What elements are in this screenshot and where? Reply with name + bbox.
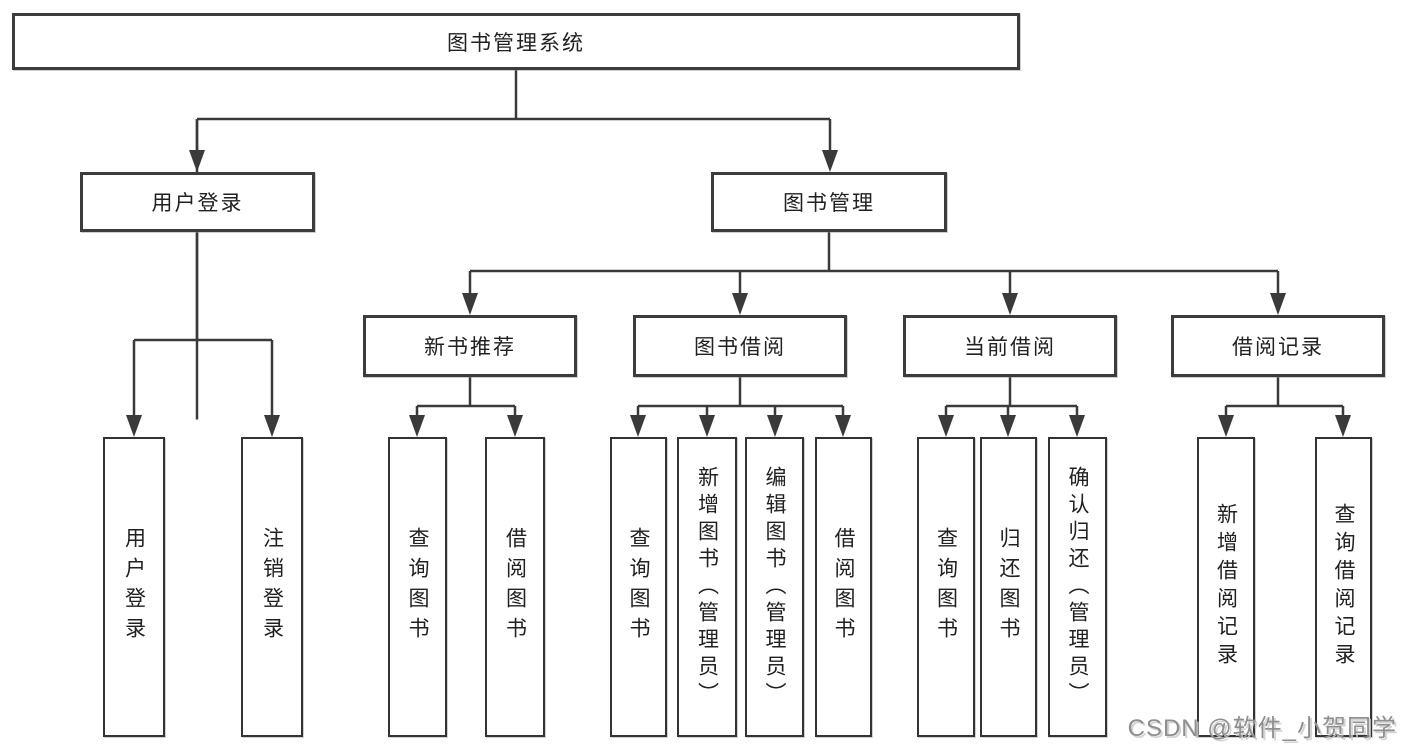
leaf-user-login: 用户登录 <box>103 437 165 737</box>
csdn-watermark: CSDN @软件_小贺同学 <box>1127 715 1397 742</box>
leaf-borrow-books-1: 借阅图书 <box>485 437 545 737</box>
node-label: 借阅记录 <box>1232 336 1324 359</box>
leaf-logout: 注销登录 <box>241 437 303 737</box>
leaf-query-books-2: 查询图书 <box>610 437 667 737</box>
leaf-label: 归还图书 <box>997 527 1020 647</box>
node-label: 用户登录 <box>151 192 244 215</box>
leaf-add-borrow-record: 新增借阅记录 <box>1197 437 1255 737</box>
node-book-borrowing: 图书借阅 <box>633 315 847 377</box>
leaf-label: 编辑图书（管理员） <box>763 465 786 709</box>
node-label: 新书推荐 <box>424 336 516 359</box>
leaf-label: 借阅图书 <box>832 527 855 647</box>
arrowheads <box>126 150 1351 437</box>
leaf-label: 用户登录 <box>122 527 146 647</box>
leaf-label: 确认归还（管理员） <box>1066 465 1089 709</box>
node-borrowing-records: 借阅记录 <box>1171 315 1385 377</box>
leaf-return-books: 归还图书 <box>980 437 1037 737</box>
leaf-query-books-1: 查询图书 <box>388 437 447 737</box>
node-label: 图书管理 <box>783 192 875 215</box>
leaf-query-borrow-record: 查询借阅记录 <box>1315 437 1372 737</box>
node-current-borrowing: 当前借阅 <box>903 315 1117 377</box>
leaf-label: 查询图书 <box>627 527 650 647</box>
node-label: 当前借阅 <box>964 336 1056 359</box>
leaf-label: 新增图书（管理员） <box>695 465 719 709</box>
leaf-label: 注销登录 <box>260 527 284 647</box>
leaf-label: 查询借阅记录 <box>1332 503 1355 671</box>
leaf-label: 借阅图书 <box>503 527 527 647</box>
node-user-login: 用户登录 <box>80 172 315 232</box>
leaf-confirm-return-admin: 确认归还（管理员） <box>1048 437 1107 737</box>
leaf-label: 新增借阅记录 <box>1214 503 1238 671</box>
leaf-edit-books-admin: 编辑图书（管理员） <box>745 437 804 737</box>
node-label: 图书借阅 <box>694 336 786 359</box>
leaf-add-books-admin: 新增图书（管理员） <box>677 437 737 737</box>
node-root-system: 图书管理系统 <box>12 13 1020 70</box>
node-book-management: 图书管理 <box>711 172 947 232</box>
node-new-book-recommend: 新书推荐 <box>363 315 577 377</box>
leaf-label: 查询图书 <box>406 527 429 647</box>
leaf-label: 查询图书 <box>934 527 958 647</box>
leaf-query-books-3: 查询图书 <box>917 437 975 737</box>
node-label: 图书管理系统 <box>447 31 585 55</box>
leaf-borrow-books-2: 借阅图书 <box>815 437 872 737</box>
